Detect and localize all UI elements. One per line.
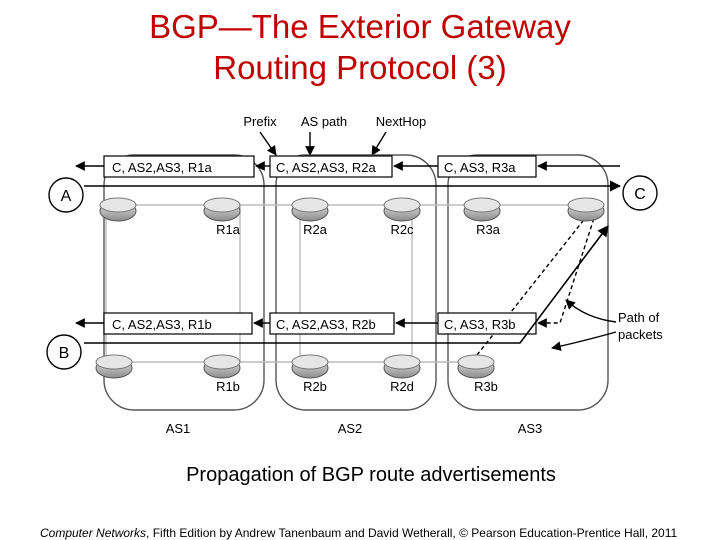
advertisement-top-r3a: C, AS3, R3a bbox=[437, 155, 537, 178]
router-icon bbox=[457, 354, 495, 379]
diagram-caption: Propagation of BGP route advertisements bbox=[186, 464, 556, 486]
svg-text:C, AS2,AS3, R2b: C, AS2,AS3, R2b bbox=[276, 317, 376, 332]
node-c: C bbox=[622, 175, 658, 211]
as2-boundary bbox=[275, 154, 437, 411]
svg-text:C, AS3, R3b: C, AS3, R3b bbox=[444, 317, 516, 332]
router-icon bbox=[99, 197, 137, 222]
next-hop-pointer bbox=[371, 131, 387, 156]
svg-text:C, AS2,AS3, R2a: C, AS2,AS3, R2a bbox=[276, 160, 376, 175]
as3-boundary bbox=[447, 154, 609, 411]
svg-text:C, AS3, R3a: C, AS3, R3a bbox=[444, 160, 516, 175]
as-label-1: AS1 bbox=[166, 421, 191, 436]
node-a: A bbox=[48, 177, 84, 213]
router-label-r1b: R1b bbox=[216, 379, 240, 394]
router-icon bbox=[567, 197, 605, 222]
title-line-1: BGP—The Exterior Gateway bbox=[149, 8, 571, 45]
svg-text:C: C bbox=[634, 186, 646, 203]
router-label-r2a: R2a bbox=[303, 222, 328, 237]
router-label-r3a: R3a bbox=[476, 222, 501, 237]
as1-boundary bbox=[103, 154, 265, 411]
router-icon bbox=[203, 354, 241, 379]
prefix-pointer bbox=[259, 131, 277, 156]
router-label-r2c: R2c bbox=[390, 222, 414, 237]
packet-path-bottom bbox=[84, 225, 609, 344]
next-hop-header: NextHop bbox=[376, 114, 427, 129]
advertisement-bottom-r1b: C, AS2,AS3, R1b bbox=[103, 312, 253, 335]
router-icon bbox=[383, 197, 421, 222]
node-b: B bbox=[46, 334, 82, 370]
as-label-2: AS2 bbox=[338, 421, 363, 436]
as-label-3: AS3 bbox=[518, 421, 543, 436]
router-icon bbox=[463, 197, 501, 222]
router-label-r2b: R2b bbox=[303, 379, 327, 394]
advertisement-bottom-r3b: C, AS3, R3b bbox=[437, 312, 537, 335]
credit-rest: , Fifth Edition by Andrew Tanenbaum and … bbox=[146, 526, 678, 540]
svg-text:A: A bbox=[61, 188, 72, 205]
svg-text:C, AS2,AS3, R1a: C, AS2,AS3, R1a bbox=[112, 160, 212, 175]
router-icon bbox=[291, 197, 329, 222]
router-label-r3b: R3b bbox=[474, 379, 498, 394]
router-label-r1a: R1a bbox=[216, 222, 241, 237]
path-callout-arrow-1 bbox=[565, 299, 617, 323]
path-callout-arrow-2 bbox=[551, 331, 617, 351]
advertisement-top-r2a: C, AS2,AS3, R2a bbox=[269, 155, 393, 178]
svg-text:B: B bbox=[59, 345, 70, 362]
svg-text:C, AS2,AS3, R1b: C, AS2,AS3, R1b bbox=[112, 317, 212, 332]
advertisement-bottom-r2b: C, AS2,AS3, R2b bbox=[269, 312, 395, 335]
as-path-header: AS path bbox=[301, 114, 347, 129]
router-icon bbox=[203, 197, 241, 222]
credit-line: Computer Networks, Fifth Edition by Andr… bbox=[40, 526, 700, 540]
prefix-header: Prefix bbox=[243, 114, 277, 129]
path-label-line-1: Path of bbox=[618, 310, 660, 325]
router-icon bbox=[291, 354, 329, 379]
adv-arrow-bottom-from-r3a bbox=[537, 211, 597, 328]
page-title: BGP—The Exterior Gateway Routing Protoco… bbox=[0, 6, 720, 88]
title-line-2: Routing Protocol (3) bbox=[213, 49, 507, 86]
path-label-line-2: packets bbox=[618, 327, 663, 342]
credit-book-title: Computer Networks bbox=[40, 526, 147, 540]
advertisement-top-r1a: C, AS2,AS3, R1a bbox=[103, 155, 255, 178]
router-icon bbox=[95, 354, 133, 379]
router-icon bbox=[383, 354, 421, 379]
router-label-r2d: R2d bbox=[390, 379, 414, 394]
